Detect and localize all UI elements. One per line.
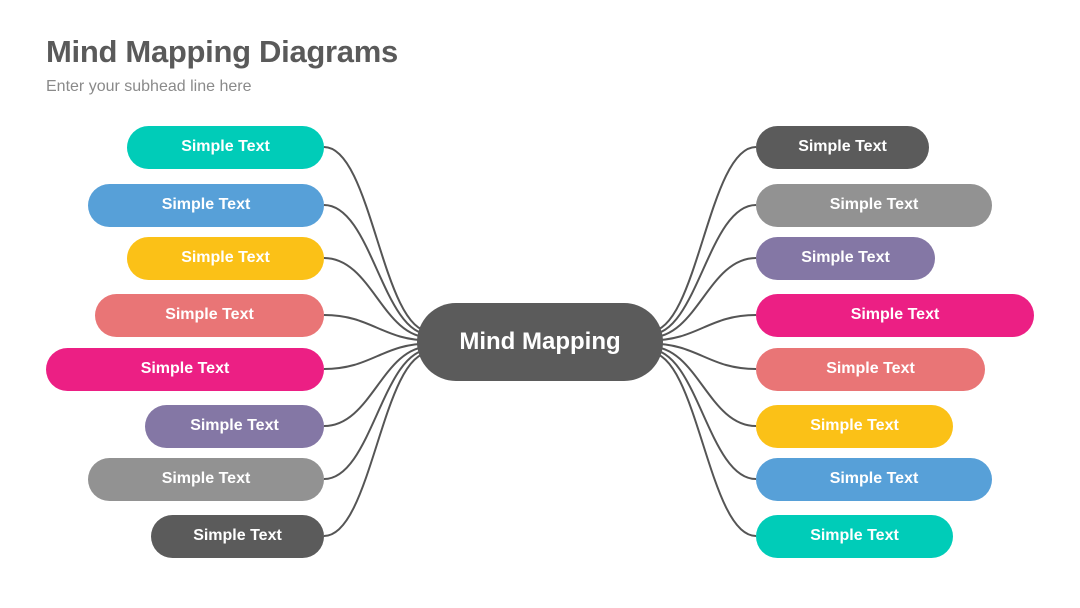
right-connector-6 xyxy=(649,345,757,427)
left-node-1[interactable]: Simple Text xyxy=(127,125,324,169)
right-node-2[interactable]: Simple Text xyxy=(756,183,992,227)
left-node-4[interactable]: Simple Text xyxy=(95,293,324,337)
right-connector-4 xyxy=(649,314,757,342)
right-node-8[interactable]: Simple Text xyxy=(756,514,953,558)
left-node-7[interactable]: Simple Text xyxy=(88,457,324,501)
right-node-5[interactable]: Simple Text xyxy=(756,347,985,391)
left-node-8[interactable]: Simple Text xyxy=(151,514,324,558)
left-node-6[interactable]: Simple Text xyxy=(145,404,324,448)
right-node-7[interactable]: Simple Text xyxy=(756,457,992,501)
left-connector-5 xyxy=(323,342,431,370)
right-node-6[interactable]: Simple Text xyxy=(756,404,953,448)
left-node-2[interactable]: Simple Text xyxy=(88,183,324,227)
left-connector-7 xyxy=(323,348,431,480)
page-title: Mind Mapping Diagrams xyxy=(46,34,398,69)
right-connector-8 xyxy=(649,351,757,537)
right-connector-7 xyxy=(649,348,757,480)
left-connector-3 xyxy=(323,257,431,339)
left-connector-2 xyxy=(323,204,431,336)
right-connector-5 xyxy=(649,342,757,370)
page-subtitle: Enter your subhead line here xyxy=(46,78,252,95)
right-connector-1 xyxy=(649,146,757,333)
right-node-4[interactable]: Simple Text xyxy=(756,293,1034,337)
left-node-3[interactable]: Simple Text xyxy=(127,236,324,280)
right-node-3[interactable]: Simple Text xyxy=(756,236,935,280)
right-node-1[interactable]: Simple Text xyxy=(756,125,929,169)
left-node-5[interactable]: Simple Text xyxy=(46,347,324,391)
right-connector-2 xyxy=(649,204,757,336)
left-connector-8 xyxy=(323,351,431,537)
right-connector-3 xyxy=(649,257,757,339)
center-node[interactable]: Mind Mapping xyxy=(417,303,663,381)
left-connector-1 xyxy=(323,146,431,333)
left-connector-4 xyxy=(323,314,431,342)
left-connector-6 xyxy=(323,345,431,427)
